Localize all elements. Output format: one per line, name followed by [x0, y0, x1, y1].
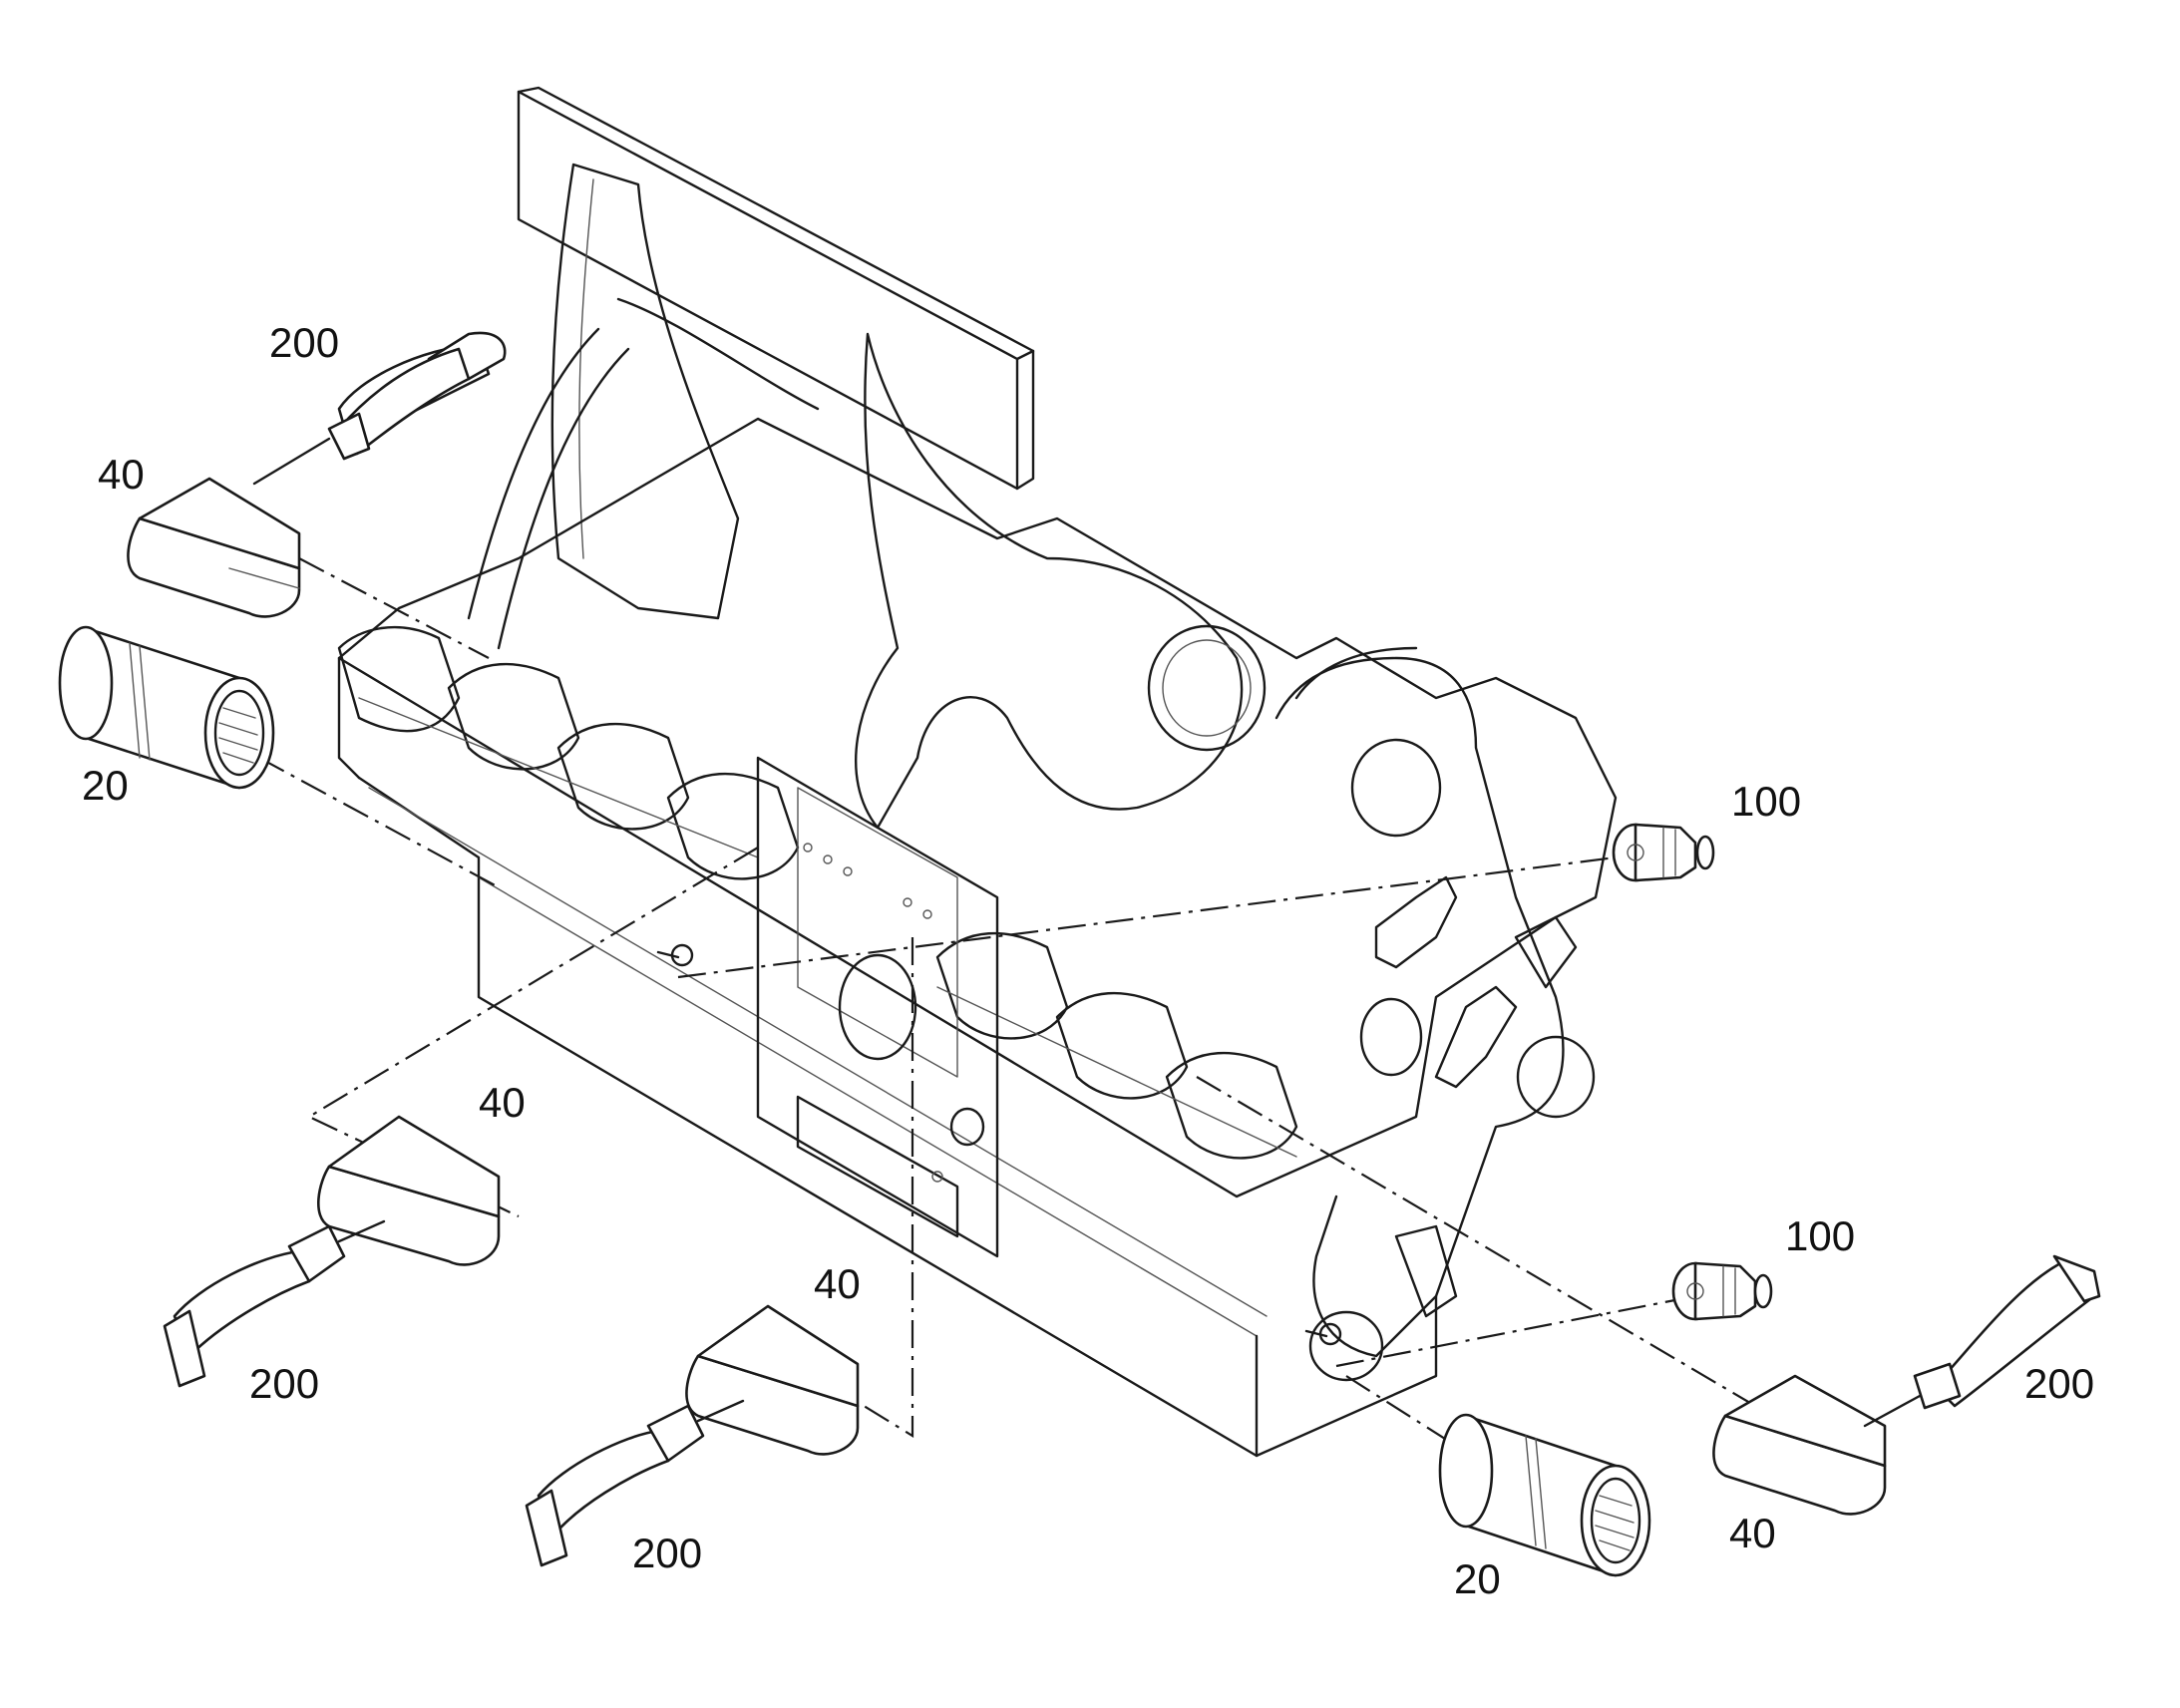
label-200-middle-left: 200	[249, 1360, 319, 1407]
label-200-center: 200	[632, 1530, 702, 1576]
fitting-pin-upper	[656, 943, 694, 967]
half-shell-40-center	[685, 1304, 860, 1456]
label-200-top-left: 200	[269, 319, 339, 366]
assembly-centerlines	[258, 557, 1756, 1447]
label-40-middle-left: 40	[479, 1079, 526, 1126]
label-100-lower: 100	[1785, 1212, 1855, 1259]
grease-tube-200-center	[525, 1399, 745, 1567]
grease-tube-200-top-left	[252, 331, 507, 486]
label-40-right: 40	[1729, 1510, 1776, 1556]
grease-fitting-100-upper	[1612, 823, 1715, 882]
label-200-right: 200	[2024, 1360, 2094, 1407]
grease-fitting-100-lower	[1671, 1261, 1773, 1321]
grease-tube-200-middle-left	[163, 1219, 386, 1388]
half-shell-40-top-left	[127, 477, 301, 618]
half-shell-40-middle-left	[317, 1115, 501, 1266]
label-40-center: 40	[814, 1260, 861, 1307]
label-100-upper: 100	[1731, 778, 1801, 825]
bushing-20-right	[1438, 1413, 1651, 1577]
grease-tube-200-right	[1863, 1254, 2101, 1428]
coupler-body	[337, 86, 1618, 1458]
label-40-top-left: 40	[98, 451, 145, 498]
half-shell-40-right	[1712, 1374, 1887, 1516]
fitting-pin-lower	[1304, 1322, 1342, 1346]
bushing-20-left	[58, 625, 275, 790]
label-20-left: 20	[82, 762, 129, 809]
label-20-right: 20	[1454, 1555, 1501, 1602]
